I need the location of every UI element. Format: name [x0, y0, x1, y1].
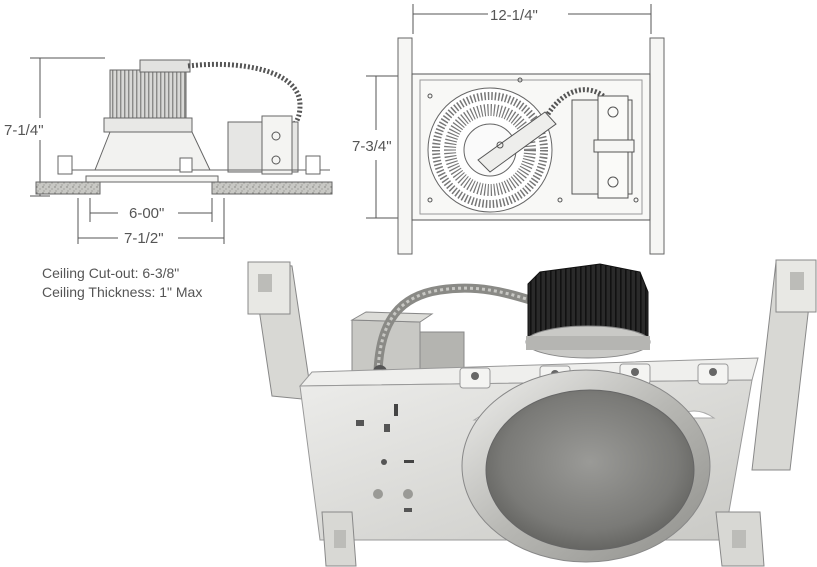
render-ko-slot-1	[394, 404, 398, 416]
top-junction-clip	[593, 139, 635, 153]
render-driver-box	[419, 331, 465, 373]
render-foot-left-slot	[334, 530, 346, 548]
side-heatsink-base	[103, 117, 193, 133]
render-reflector	[485, 389, 695, 551]
fixture-render	[247, 259, 817, 567]
side-hanger-left	[57, 155, 73, 175]
side-heatsink	[109, 69, 187, 121]
side-outer-width-label: 7-1/2"	[124, 230, 164, 247]
top-fin-ring-outer	[432, 92, 548, 208]
top-height-label: 7-3/4"	[352, 138, 392, 155]
side-hanger-mid	[179, 157, 193, 173]
side-ko-1	[271, 131, 281, 141]
render-ko-hole-3	[403, 489, 413, 499]
render-foot-right-slot	[732, 530, 746, 548]
top-bracket-screw	[496, 141, 504, 149]
side-junction-cover	[261, 115, 293, 175]
side-ceiling-right	[211, 181, 333, 195]
render-tab-4-hole	[709, 368, 717, 376]
top-bracket	[477, 111, 557, 173]
top-hole-5	[517, 77, 523, 83]
render-tab-1-hole	[471, 372, 479, 380]
render-ko-slot-3	[384, 424, 390, 432]
side-hanger-right	[305, 155, 321, 175]
top-view	[366, 4, 665, 255]
top-hole-3	[557, 197, 563, 203]
render-ko-slot-5	[404, 508, 412, 512]
render-tab-3-hole	[631, 368, 639, 376]
top-hole-2	[427, 197, 433, 203]
side-ceiling-left	[35, 181, 101, 195]
top-hole-1	[427, 93, 433, 99]
side-bracket	[139, 59, 191, 73]
side-trim-flange	[85, 175, 219, 183]
render-collar-band	[526, 336, 650, 350]
render-conduit-highlight	[376, 286, 531, 373]
side-height-label: 7-1/4"	[4, 122, 44, 139]
side-inner-width-label: 6-00"	[129, 205, 164, 222]
note-ceiling-cutout: Ceiling Cut-out: 6-3/8"	[42, 265, 180, 281]
top-hole-4	[633, 197, 639, 203]
render-ko-slot-2	[356, 420, 364, 426]
side-view	[30, 57, 333, 244]
top-conduit	[545, 87, 610, 116]
top-plate-inner	[419, 79, 643, 215]
top-ko-2	[607, 176, 619, 188]
render-ko-slot-4	[404, 460, 414, 463]
render-hanger-right-slot	[790, 272, 804, 290]
top-hanger-bar-right	[649, 37, 665, 255]
render-hanger-left-slot	[258, 274, 272, 292]
top-hanger-bar-left	[397, 37, 413, 255]
top-width-label: 12-1/4"	[490, 7, 538, 24]
top-fin-ring-inner	[444, 104, 536, 196]
side-ko-2	[271, 155, 281, 165]
render-ko-hole-1	[381, 459, 387, 465]
side-reflector	[94, 131, 211, 171]
top-ko-1	[607, 106, 619, 118]
render-ko-hole-2	[373, 489, 383, 499]
note-ceiling-thickness: Ceiling Thickness: 1" Max	[42, 284, 203, 300]
